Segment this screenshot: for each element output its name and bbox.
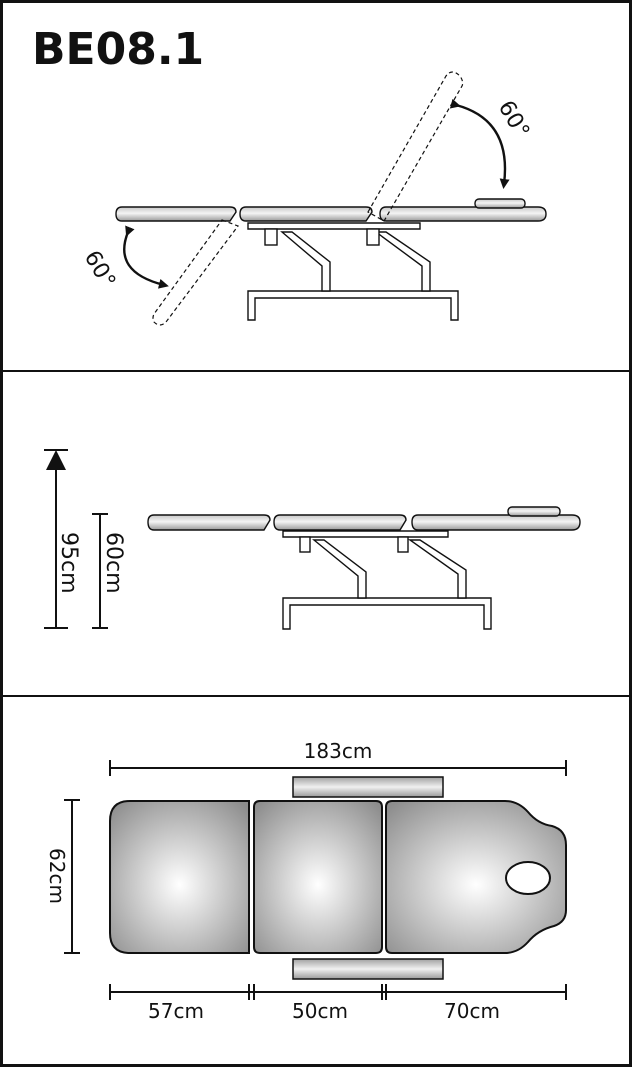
armrest-top: [292, 776, 444, 798]
seat-pad: [239, 206, 373, 222]
leg-pad: [115, 206, 237, 222]
back-pad: [379, 206, 547, 222]
armrest-bottom: [292, 958, 444, 980]
height-bed-label: 60cm: [101, 532, 126, 594]
seat-pad-2: [273, 514, 407, 531]
section-back-label: 70cm: [444, 999, 500, 1023]
panel-height: 95cm 60cm: [44, 449, 581, 630]
backrest-tilted: [367, 71, 464, 222]
leg-pad-top: [109, 800, 250, 954]
lift-arm-left-2: [312, 539, 367, 599]
section-leg-label: 57cm: [148, 999, 204, 1023]
height-total-label: 95cm: [56, 532, 81, 594]
hinge-left-2: [299, 536, 311, 553]
model-title: BE08.1: [32, 24, 204, 75]
height-total-arrow: [46, 450, 66, 470]
backrest-angle-arrow: [449, 98, 510, 189]
legrest-tilted: [152, 219, 239, 326]
panel-top-view: 183cm 62cm 57cm 50cm 70cm: [45, 739, 567, 1023]
leg-pad-2: [147, 514, 271, 531]
panel-angles: 60° 60°: [79, 71, 547, 326]
length-label: 183cm: [304, 739, 373, 763]
lift-arm-right-2: [407, 539, 467, 599]
under-rail: [247, 222, 421, 230]
lift-arm-left: [280, 231, 331, 292]
hinge-left: [264, 228, 278, 246]
width-label: 62cm: [45, 848, 69, 904]
face-cushion-2: [507, 506, 561, 517]
face-hole: [505, 861, 551, 895]
face-cushion: [474, 198, 526, 209]
back-pad-2: [411, 514, 581, 531]
section-seat-label: 50cm: [292, 999, 348, 1023]
legrest-angle-label: 60°: [79, 247, 120, 293]
legrest-angle-arrow: [123, 225, 169, 289]
under-rail-2: [282, 530, 449, 538]
hinge-right-2: [397, 536, 409, 553]
back-pad-top: [385, 800, 567, 954]
base-frame-2: [282, 597, 492, 630]
seat-pad-top: [253, 800, 383, 954]
hinge-right: [366, 228, 380, 246]
lift-arm-right: [373, 231, 431, 292]
base-frame: [247, 290, 459, 321]
